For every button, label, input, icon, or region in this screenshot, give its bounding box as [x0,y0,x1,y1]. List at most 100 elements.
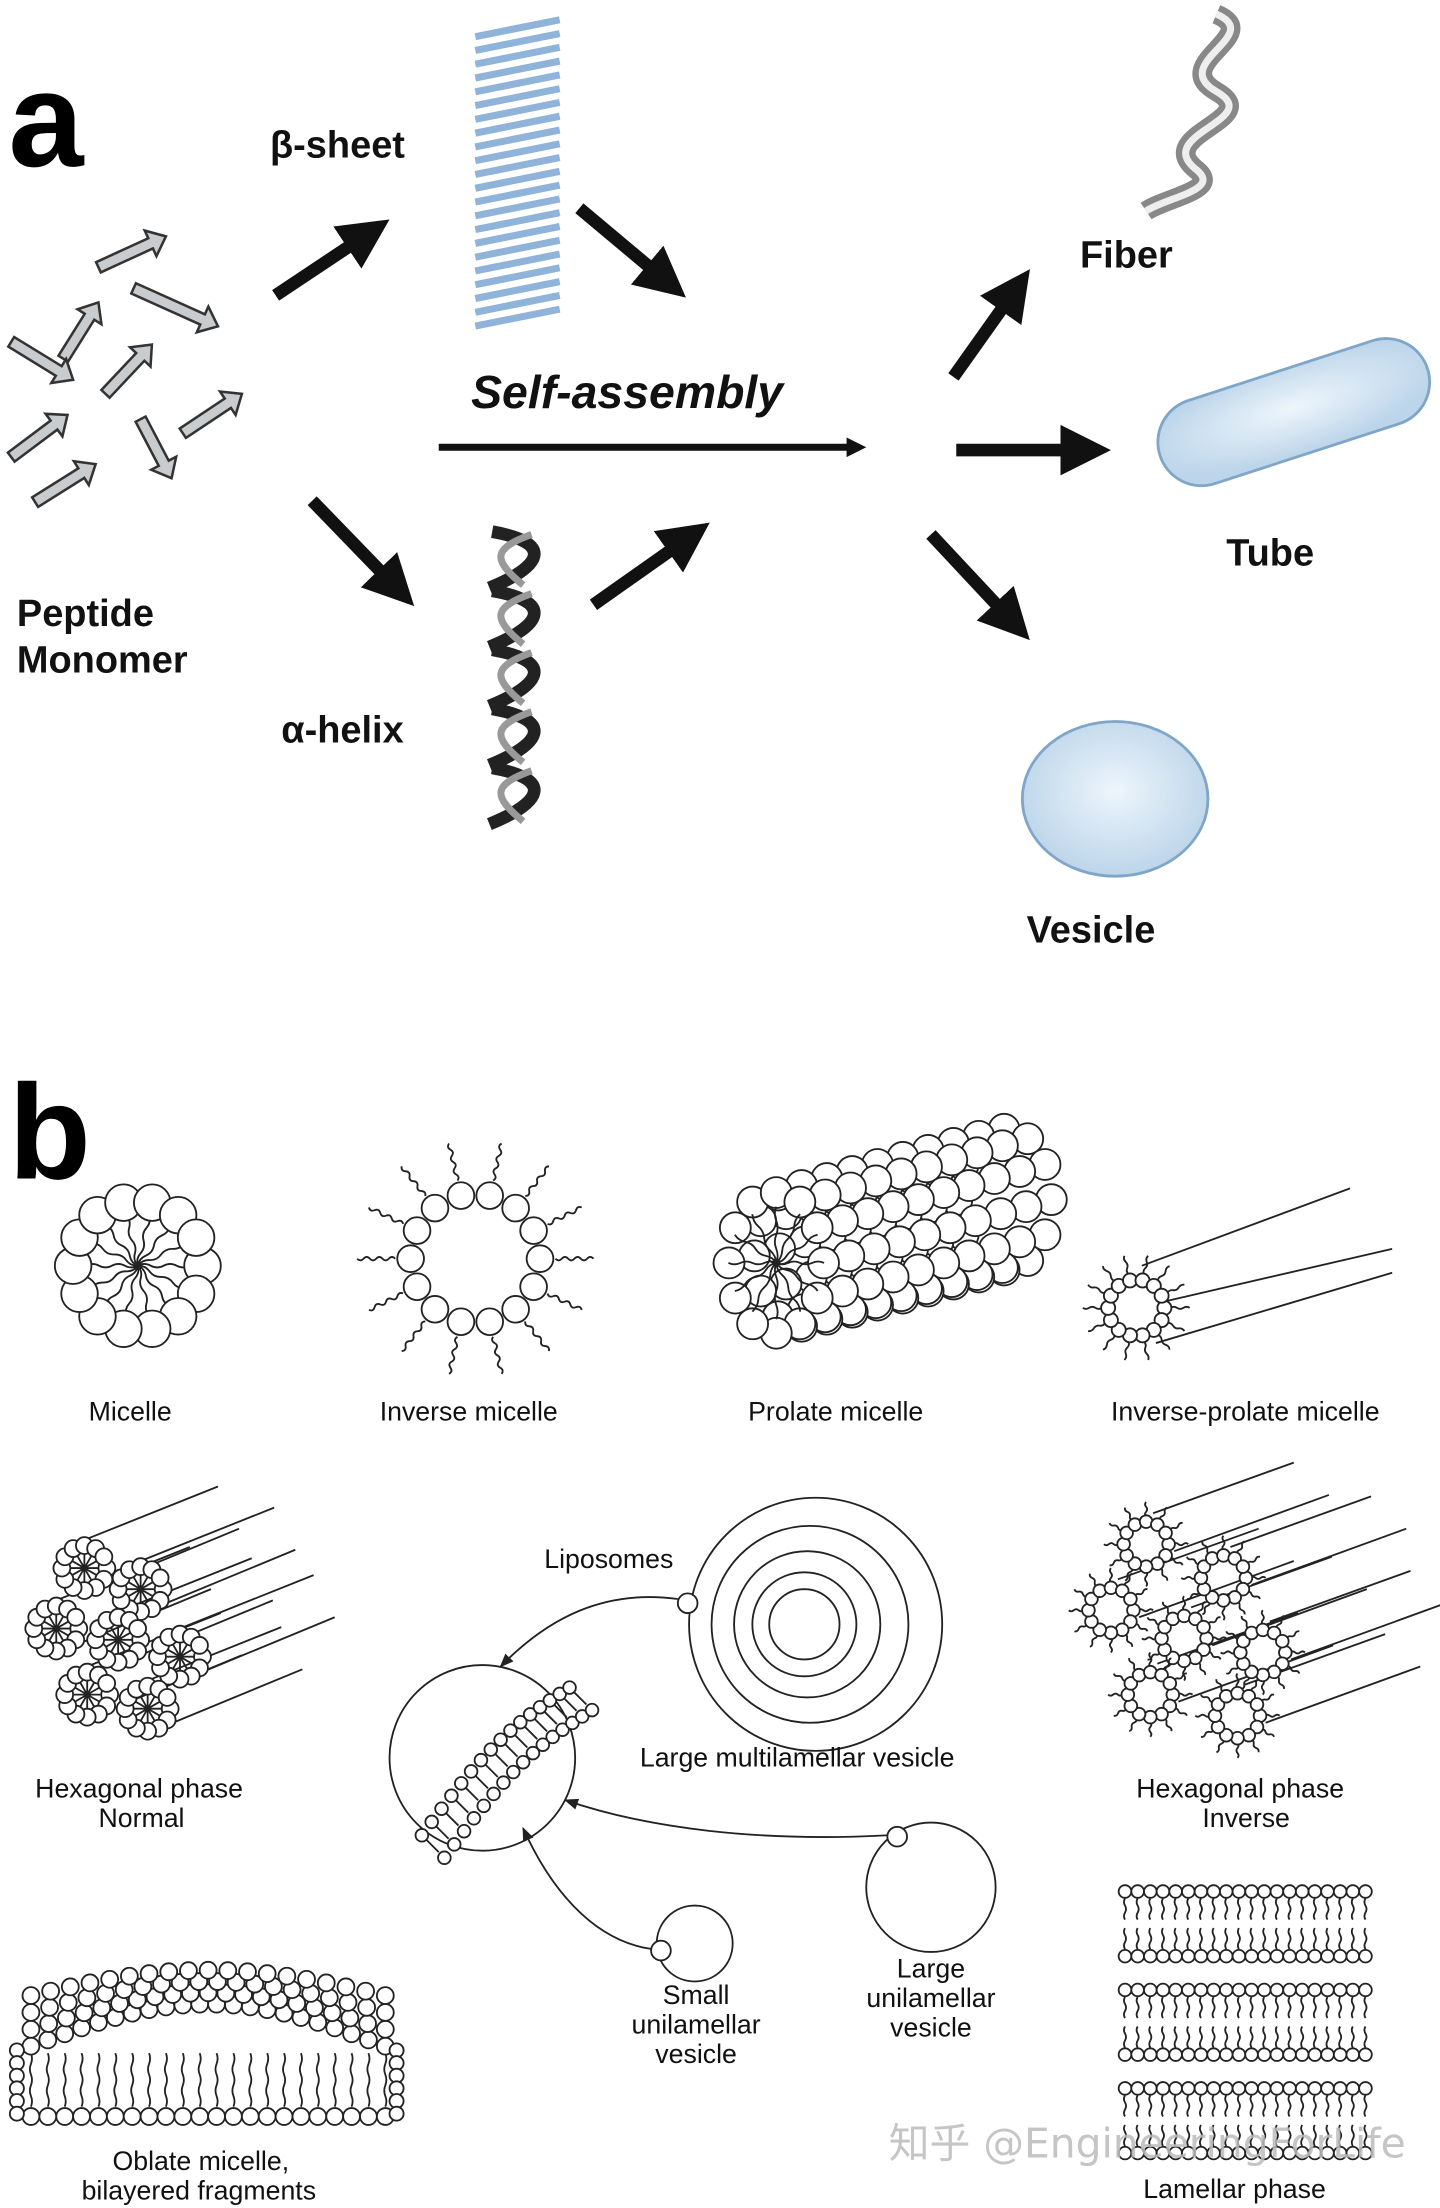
head [493,1732,508,1747]
head [1158,1525,1173,1541]
helix-back [497,590,533,647]
cylinder-edge [1269,1570,1411,1623]
tail [1173,2124,1178,2147]
tail [1338,2026,1343,2049]
tail [1350,2026,1355,2049]
tail [491,1336,504,1375]
head [1206,1948,1221,1964]
head [139,2107,159,2126]
head [340,2008,360,2028]
alpha-helix-illustration [486,525,541,831]
tail [383,2052,388,2107]
beta-sheet-label: β-sheet [270,125,405,167]
tail [1287,2094,1292,2117]
liposomes-label: Liposomes [544,1544,673,1574]
head [542,1693,558,1708]
tail [751,1262,777,1313]
tail [1338,2094,1343,2117]
tail [1300,1927,1305,1950]
tail [1161,1898,1165,1921]
head [1345,1948,1361,1964]
hexagonal-inverse-illustration [1068,1461,1440,1759]
beta-strand [474,99,561,123]
tail [1173,2026,1178,2049]
head [21,1986,41,2005]
tail [349,2052,354,2107]
core [114,1636,122,1644]
tail [1363,2026,1368,2049]
cylinder-edge [1265,1665,1421,1724]
head [1294,2081,1310,2096]
arrow-icon [272,219,390,301]
head [1193,1948,1209,1964]
head [342,2024,361,2044]
head [375,2019,395,2039]
tail [1325,2026,1330,2049]
tail [1135,2026,1140,2049]
head [414,1828,430,1843]
tail [1350,2094,1355,2117]
head [357,1997,377,2017]
tail [1287,1927,1292,1950]
peptide-label-line2: Monomer [17,639,188,681]
tail [1350,1996,1355,2019]
tail [248,2052,253,2107]
beta-strand [474,71,561,96]
head [1256,1982,1272,1998]
tail [425,1838,440,1853]
tail [1173,1996,1178,2019]
tail [775,1262,802,1312]
tail [1236,2026,1241,2049]
tail [1198,1898,1203,1921]
head [1307,1884,1323,1899]
helix-back [497,531,533,588]
tail [1236,1898,1241,1921]
tail [1300,2124,1305,2147]
tail [435,1825,450,1840]
tail [1312,1996,1317,2019]
tail [1249,1898,1254,1921]
head [1181,2047,1196,2062]
tail [1262,2124,1267,2147]
monomer-arrow-icon [94,228,168,275]
head [359,2107,378,2126]
tail [1262,2026,1267,2049]
head [1282,2047,1297,2062]
head [466,1811,482,1826]
cylinder-edge [1230,1495,1372,1548]
arrow-icon [589,522,710,610]
head [1320,1948,1335,1964]
tail [1173,1927,1178,1950]
head [55,2024,75,2044]
head [476,1798,491,1814]
tail [1300,1996,1305,2019]
head [535,1737,551,1752]
head [1358,2145,1373,2161]
head [21,2019,41,2039]
head [105,2107,125,2126]
tail [1312,2026,1317,2049]
tail [1312,2124,1317,2147]
tail [1148,1996,1153,2019]
tail [504,1743,519,1758]
tail [1198,2026,1203,2049]
head [800,1281,834,1315]
core [52,1625,60,1633]
hexagonal-normal-label-line1: Hexagonal phase [35,1773,243,1803]
tail [1173,2094,1178,2117]
tail [553,1703,568,1718]
head [257,2107,277,2126]
tail [79,2052,84,2107]
tube-label: Tube [1226,532,1314,574]
head [525,1745,541,1761]
tail [1224,2094,1229,2117]
head [159,1962,179,1982]
head [1294,1982,1310,1998]
head [1307,2081,1323,2096]
tail [1338,1927,1343,1950]
tail [494,1753,509,1768]
head [1219,1884,1234,1899]
head [274,2107,294,2126]
vesicle-label: Vesicle [1027,909,1156,951]
inverse-micelle-label: Inverse micelle [380,1396,558,1426]
